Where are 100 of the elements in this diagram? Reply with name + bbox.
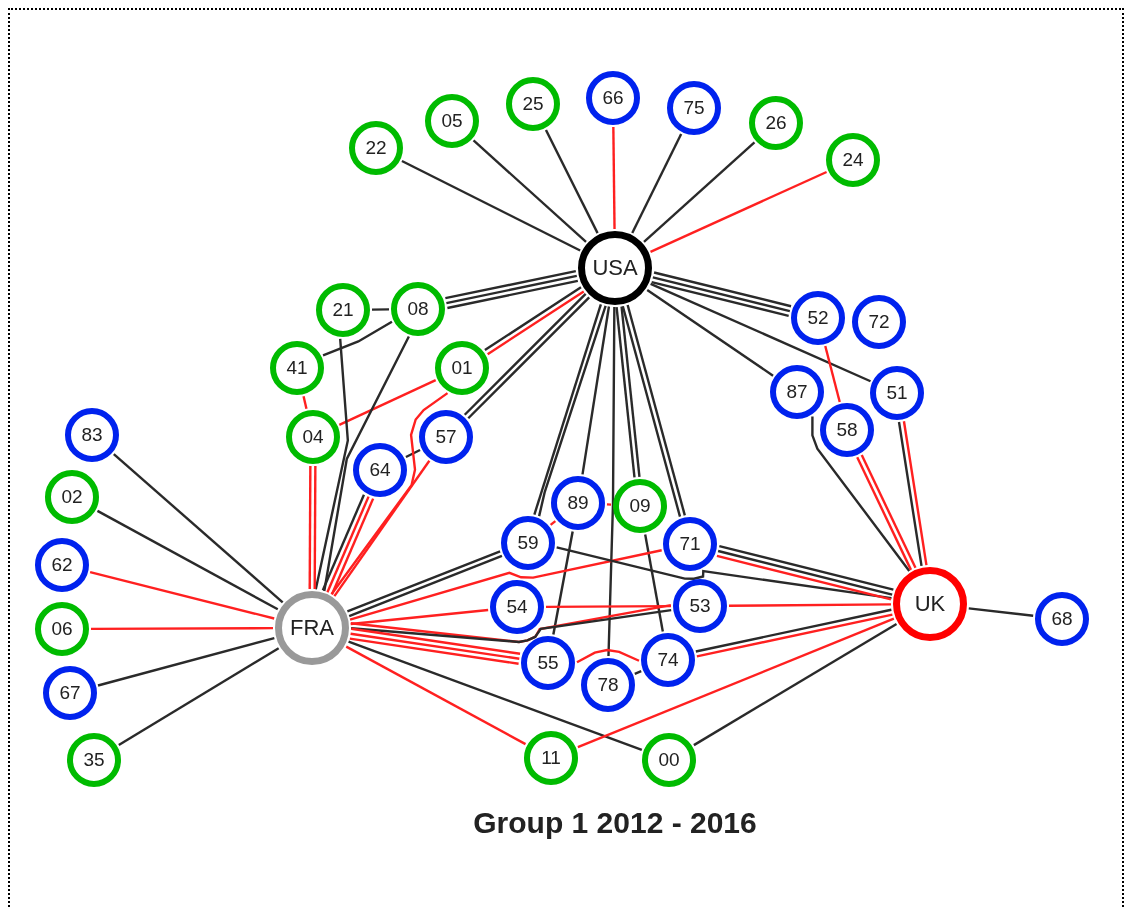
node-label: 75 [683, 97, 705, 119]
connector-line [552, 531, 574, 635]
connector-line [348, 640, 643, 752]
node-label: 35 [83, 749, 105, 771]
node-label: 78 [597, 674, 619, 696]
node-circle [581, 658, 635, 712]
connector-line [118, 647, 280, 746]
node-circle [275, 591, 349, 665]
node-label: 02 [61, 486, 83, 508]
node-circle [663, 517, 717, 571]
node-label: 25 [522, 93, 544, 115]
node-circle [391, 282, 445, 336]
node-label: UK [914, 591, 946, 617]
node-circle [43, 666, 97, 720]
node-circle [820, 403, 874, 457]
node-label: 08 [407, 298, 429, 320]
node-circle [506, 77, 560, 131]
node-circle [501, 516, 555, 570]
node-circle [551, 476, 605, 530]
node-circle [870, 366, 924, 420]
node-label: 01 [451, 357, 473, 379]
connector-line [556, 546, 892, 600]
node-circle [770, 365, 824, 419]
connector-line [405, 448, 421, 459]
node-label: USA [592, 255, 638, 281]
connector-line [606, 503, 612, 506]
node-circle [613, 479, 667, 533]
connector-line [308, 466, 312, 589]
node-label: 64 [369, 459, 391, 481]
node-label: 57 [435, 426, 457, 448]
connector-line [349, 549, 662, 621]
connector-line [643, 141, 756, 243]
connector-line [615, 306, 636, 478]
node-circle [419, 410, 473, 464]
connector-line [546, 604, 671, 609]
node-label: 41 [286, 357, 308, 379]
connector-line [634, 670, 642, 675]
node-label: 04 [302, 426, 324, 448]
connector-line [646, 288, 774, 377]
connector-line [729, 603, 891, 607]
node-circle [586, 71, 640, 125]
node-circle [852, 295, 906, 349]
connector-line [549, 520, 557, 526]
node-circle [791, 291, 845, 345]
connector-line [338, 379, 437, 426]
connector-line [401, 159, 581, 252]
node-label: 89 [567, 492, 589, 514]
connector-line [620, 306, 641, 478]
connector-line [897, 421, 923, 567]
node-label: 09 [629, 495, 651, 517]
node-label: 24 [842, 149, 864, 171]
connector-line [607, 307, 616, 657]
node-label: 06 [51, 618, 73, 640]
connector-line [330, 392, 449, 595]
node-circle [45, 470, 99, 524]
node-label: 05 [441, 110, 463, 132]
connector-line [644, 534, 664, 632]
node-label: 52 [807, 307, 829, 329]
node-circle [349, 121, 403, 175]
connector-line [96, 509, 279, 611]
connector-line [693, 622, 898, 747]
node-circle [65, 408, 119, 462]
connector-line [314, 338, 350, 590]
node-circle [641, 633, 695, 687]
connector-line [372, 308, 389, 311]
connector-line [97, 636, 275, 687]
node-label: 68 [1051, 608, 1073, 630]
node-label: 83 [81, 424, 103, 446]
node-circle [749, 96, 803, 150]
node-label: 26 [765, 112, 787, 134]
node-label: 58 [836, 419, 858, 441]
connector-line [650, 170, 828, 253]
node-circle [286, 410, 340, 464]
node-label: 51 [886, 382, 908, 404]
node-circle [67, 733, 121, 787]
node-circle [35, 602, 89, 656]
node-circle [490, 580, 544, 634]
node-circle [826, 133, 880, 187]
node-label: 22 [365, 137, 387, 159]
node-label: 71 [679, 533, 701, 555]
node-circle [425, 94, 479, 148]
node-circle [524, 731, 578, 785]
connector-line [576, 648, 640, 664]
connector-line [350, 632, 520, 660]
connector-line [544, 129, 599, 234]
node-circle [578, 231, 652, 305]
connector-line [113, 453, 284, 604]
node-circle [673, 579, 727, 633]
node-label: 72 [868, 311, 890, 333]
connector-line [313, 466, 317, 589]
connector-line [968, 607, 1034, 617]
node-circle [667, 81, 721, 135]
node-label: 00 [658, 749, 680, 771]
diagram-title: Group 1 2012 - 2016 [472, 806, 758, 840]
node-label: 11 [541, 747, 561, 769]
connector-line [333, 460, 431, 597]
connector-line [577, 617, 895, 749]
node-label: 87 [786, 381, 808, 403]
connector-line [323, 335, 410, 592]
node-circle [521, 636, 575, 690]
